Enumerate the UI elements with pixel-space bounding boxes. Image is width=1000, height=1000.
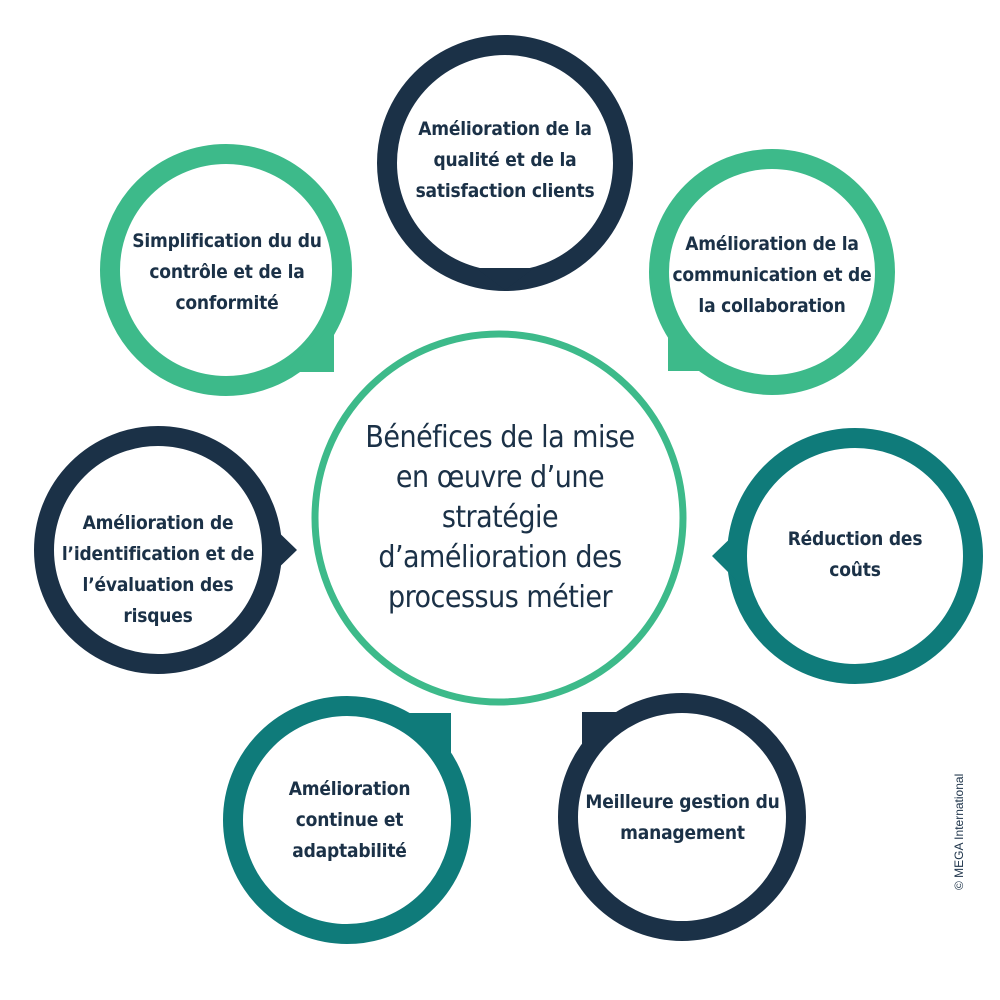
copyright-notice: © MEGA International [952, 773, 966, 890]
benefit-costs-label: Réduction des coûts [787, 528, 923, 581]
benefit-continuous-bubble [223, 696, 471, 944]
benefit-communication-label: Amélioration de la communication et de l… [672, 232, 872, 317]
benefit-risks-label: Amélioration de l’identification et de l… [61, 512, 255, 627]
benefit-continuous-pointer [402, 713, 451, 761]
benefit-risks-pointer [267, 521, 297, 579]
benefit-communication-bubble [649, 149, 895, 395]
benefit-continuous-label: Amélioration continue et adaptabilité [288, 777, 411, 862]
benefit-risks-bubble [34, 426, 297, 674]
center-circle [311, 330, 687, 706]
benefit-management-pointer [582, 712, 628, 760]
benefit-quality-pointer [476, 268, 534, 290]
benefit-management-ring [558, 693, 806, 941]
benefit-communication-ring [649, 149, 895, 395]
benefit-costs-pointer [712, 527, 742, 586]
benefit-communication-pointer [668, 325, 716, 371]
center-title: Bénéfices de la mise en œuvre d’une stra… [365, 420, 635, 615]
benefit-management-label: Meilleure gestion du management [585, 791, 780, 844]
benefit-compliance-label: Simplification du du contrôle et de la c… [132, 229, 322, 314]
benefit-quality-label: Amélioration de la qualité et de la sati… [415, 117, 595, 202]
benefit-costs-bubble [712, 428, 983, 684]
benefit-compliance-bubble [100, 144, 352, 396]
benefit-compliance-ring [100, 144, 352, 396]
benefit-management-bubble [558, 693, 806, 941]
benefit-compliance-pointer [286, 324, 334, 372]
benefit-quality-bubble [377, 35, 633, 291]
benefit-continuous-ring [223, 696, 471, 944]
